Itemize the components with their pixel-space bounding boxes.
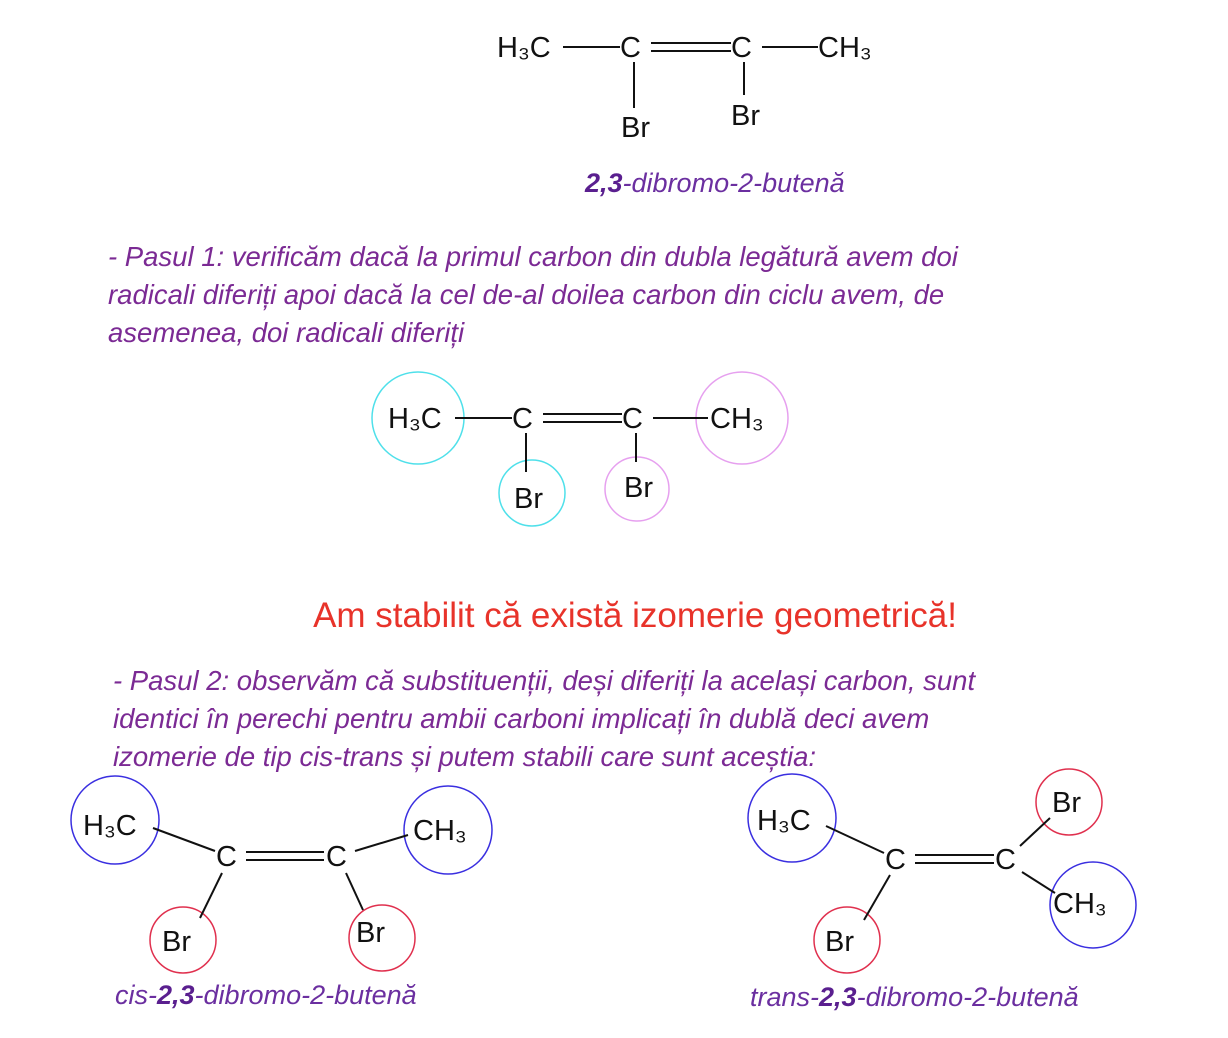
name-rest: -dibromo-2-butenă	[623, 168, 845, 198]
highlight-circle-blue	[1049, 861, 1137, 949]
name-rest: -dibromo-2-butenă	[195, 980, 417, 1010]
single-bond	[1019, 817, 1051, 847]
highlight-circle-red	[1035, 768, 1103, 836]
prefix: trans-	[750, 982, 819, 1012]
locants: 2,3	[818, 982, 857, 1012]
highlight-circle-red	[348, 904, 416, 972]
highlight-circle-blue	[747, 773, 837, 863]
highlight-circle-red	[813, 906, 881, 974]
trans-isomer: H₃C C C Br CH₃ Br	[747, 768, 1137, 974]
highlight-circle-blue	[403, 785, 493, 875]
atom-ch3: CH₃	[818, 32, 872, 64]
locants: 2,3	[584, 168, 623, 198]
molecule-structural-formula: H₃C C C CH₃ Br Br	[497, 32, 872, 144]
molecule-highlighted: H₃C C C CH₃ Br Br	[371, 371, 789, 527]
atom-c: C	[885, 844, 906, 876]
name-rest: -dibromo-2-butenă	[857, 982, 1079, 1012]
cis-compound-name: cis-2,3-dibromo-2-butenă	[115, 980, 417, 1010]
atom-ch3: CH₃	[1053, 888, 1107, 920]
atom-ch3: CH₃	[413, 815, 467, 847]
step2-line: - Pasul 2: observăm că substituenții, de…	[113, 665, 976, 696]
step1-line: radicali diferiți apoi dacă la cel de-al…	[108, 279, 944, 310]
highlight-circle-cyan	[498, 459, 566, 527]
prefix: cis-	[115, 980, 157, 1010]
atom-c: C	[731, 32, 752, 64]
single-bond	[1021, 871, 1056, 894]
highlight-circle-red	[149, 906, 217, 974]
conclusion-heading: Am stabilit că există izomerie geometric…	[313, 596, 957, 635]
atom-br: Br	[514, 483, 543, 515]
atom-h3c: H₃C	[83, 810, 137, 842]
single-bond	[152, 827, 216, 852]
single-bond	[825, 825, 885, 854]
single-bond	[345, 872, 364, 911]
atom-h3c: H₃C	[757, 805, 811, 837]
atom-br: Br	[356, 917, 385, 949]
step1-line: - Pasul 1: verificăm dacă la primul carb…	[108, 241, 959, 272]
single-bond	[354, 834, 409, 852]
atom-c: C	[995, 844, 1016, 876]
atom-h3c: H₃C	[388, 403, 442, 435]
step2-line: izomerie de tip cis-trans și putem stabi…	[113, 741, 816, 772]
cis-isomer: H₃C C C CH₃ Br Br	[70, 775, 493, 974]
atom-br: Br	[162, 926, 191, 958]
atom-br: Br	[825, 926, 854, 958]
atom-c: C	[326, 841, 347, 873]
single-bond	[199, 872, 223, 919]
compound-name: 2,3-dibromo-2-butenă	[584, 168, 845, 198]
atom-h3c: H₃C	[497, 32, 551, 64]
step1-line: asemenea, doi radicali diferiți	[108, 317, 465, 348]
atom-c: C	[620, 32, 641, 64]
atom-br: Br	[1052, 787, 1081, 819]
atom-br: Br	[731, 100, 760, 132]
trans-compound-name: trans-2,3-dibromo-2-butenă	[750, 982, 1079, 1012]
atom-c: C	[216, 841, 237, 873]
step2-line: identici în perechi pentru ambii carboni…	[113, 703, 929, 734]
atom-br: Br	[621, 112, 650, 144]
locants: 2,3	[156, 980, 195, 1010]
atom-ch3: CH₃	[710, 403, 764, 435]
atom-c: C	[512, 403, 533, 435]
single-bond	[863, 874, 891, 921]
atom-c: C	[622, 403, 643, 435]
atom-br: Br	[624, 472, 653, 504]
highlight-circle-blue	[70, 775, 160, 865]
